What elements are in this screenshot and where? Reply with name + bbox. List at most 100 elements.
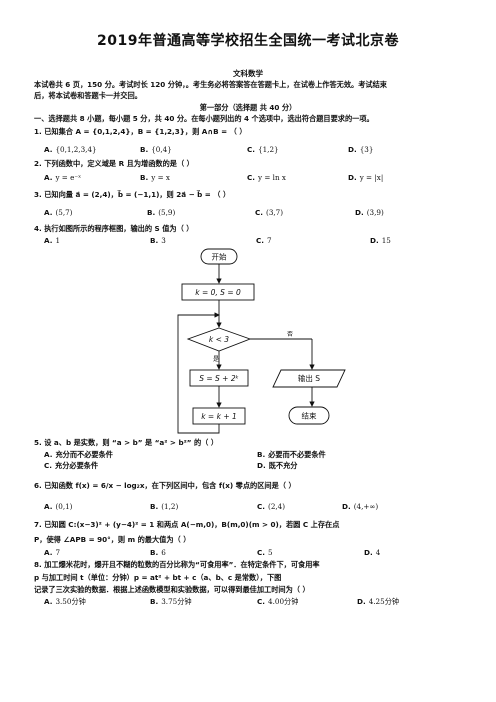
option-value: y = x (151, 173, 170, 182)
option-label: D. (257, 461, 266, 470)
q1-option-c[interactable]: C.{1,2} (247, 145, 279, 155)
q7-option-a[interactable]: A.7 (44, 548, 60, 558)
option-value: (1,2) (161, 502, 179, 511)
flow-update-s-label: S = S + 2ᵏ (199, 374, 239, 383)
q2-stem: 2. 下列函数中，定义域是 R 且为增函数的是（ ） (34, 159, 194, 168)
option-value: 15 (381, 236, 391, 245)
q4-option-a[interactable]: A.1 (44, 236, 60, 246)
q8-stem-line-1: 8. 加工爆米花时，爆开且不糊的粒数的百分比称为“可食用率”．在特定条件下，可食… (34, 560, 320, 569)
q8-option-d[interactable]: D.4.25分钟 (357, 597, 399, 607)
option-value: y = |x| (359, 173, 384, 182)
q5-option-b[interactable]: B.必要而不必要条件 (257, 450, 326, 460)
option-value: y = e⁻ˣ (55, 173, 82, 182)
option-value: 7 (55, 548, 61, 557)
option-value: {0,1,2,3,4} (55, 145, 97, 154)
q4-option-d[interactable]: D.15 (370, 236, 391, 246)
option-value: (5,7) (55, 208, 73, 217)
option-value: 4.00分钟 (268, 597, 299, 606)
flow-init-box (181, 283, 255, 301)
option-value: 4 (375, 548, 381, 557)
q2-option-d[interactable]: D.y = |x| (348, 173, 383, 183)
q7-option-c[interactable]: C.5 (257, 548, 273, 558)
flow-no-label: 否 (287, 331, 293, 338)
exam-title: 2019年普通高等学校招生全国统一考试北京卷 (97, 33, 399, 49)
option-value: (3,7) (266, 208, 284, 217)
q3-option-c[interactable]: C.(3,7) (255, 208, 283, 218)
option-label: A. (44, 548, 53, 557)
q8-stem-line-3: 记录了三次实验的数据．根据上述函数模型和实验数据，可以得到最佳加工时间为（ ） (34, 585, 310, 594)
option-label: C. (257, 548, 266, 557)
subject-heading: 文科数学 (233, 69, 263, 78)
option-label: A. (44, 236, 53, 245)
option-label: B. (147, 208, 156, 217)
option-label: D. (348, 173, 357, 182)
option-value: 必要而不必要条件 (268, 450, 326, 459)
q4-option-b[interactable]: B.3 (150, 236, 166, 246)
q1-option-b[interactable]: B.{0,4} (140, 145, 172, 155)
q5-stem: 5. 设 a、b 是实数，则 “a > b” 是 “a² > b²” 的（ ） (34, 438, 219, 447)
q8-option-a[interactable]: A.3.50分钟 (44, 597, 86, 607)
q6-stem: 6. 已知函数 f(x) = 6/x − log₂x，在下列区间中，包含 f(x… (34, 481, 296, 490)
q2-option-c[interactable]: C.y = ln x (247, 173, 286, 183)
option-value: (3,9) (366, 208, 384, 217)
option-label: D. (357, 597, 366, 606)
q5-option-c[interactable]: C.充分必要条件 (44, 461, 98, 471)
instructions-line-2: 后，将本试卷和答题卡一并交回。 (34, 91, 142, 100)
q1-option-d[interactable]: D.{3} (348, 145, 373, 155)
option-value: 7 (267, 236, 272, 245)
option-label: A. (44, 208, 53, 217)
q7-stem-line-2: P，使得 ∠APB = 90°，则 m 的最大值为（ ） (34, 535, 191, 544)
q7-option-d[interactable]: D.4 (364, 548, 380, 558)
q5-option-a[interactable]: A.充分而不必要条件 (44, 450, 113, 460)
instructions-line-1: 本试卷共 6 页，150 分。考试时长 120 分钟，。考生务必将答案答在答题卡… (34, 80, 387, 89)
q6-option-b[interactable]: B.(1,2) (150, 502, 178, 512)
option-label: B. (150, 502, 159, 511)
option-value: {3} (359, 145, 374, 154)
q4-stem: 4. 执行如图所示的程序框图，输出的 S 值为（ ） (34, 224, 194, 233)
option-label: A. (44, 502, 53, 511)
q6-option-d[interactable]: D.(4,+∞) (342, 502, 378, 512)
option-value: (4,+∞) (353, 502, 379, 511)
q5-option-d[interactable]: D.既不充分 (257, 461, 297, 471)
option-value: {0,4} (151, 145, 172, 154)
q4-option-c[interactable]: C.7 (256, 236, 272, 246)
flow-yes-label: 是 (213, 356, 219, 363)
q8-stem-line-2: p 与加工时间 t（单位：分钟）p = at² + bt + c（a、b、c 是… (34, 573, 282, 582)
option-label: A. (44, 450, 53, 459)
option-label: B. (150, 548, 159, 557)
q8-option-c[interactable]: C.4.00分钟 (257, 597, 298, 607)
flow-end-label: 结束 (302, 411, 317, 421)
q2-option-a[interactable]: A.y = e⁻ˣ (44, 173, 81, 183)
option-label: C. (247, 173, 256, 182)
option-value: 充分必要条件 (55, 461, 99, 470)
q3-option-a[interactable]: A.(5,7) (44, 208, 72, 218)
q6-option-c[interactable]: C.(2,4) (257, 502, 285, 512)
option-value: 4.25分钟 (368, 597, 400, 606)
flow-output-label: 输出 S (298, 373, 320, 383)
q3-option-d[interactable]: D.(3,9) (355, 208, 384, 218)
option-label: C. (44, 461, 53, 470)
option-value: 5 (268, 548, 273, 557)
option-value: 充分而不必要条件 (55, 450, 113, 459)
q3-option-b[interactable]: B.(5,9) (147, 208, 175, 218)
option-label: A. (44, 597, 53, 606)
q8-option-b[interactable]: B.3.75分钟 (150, 597, 192, 607)
option-label: C. (255, 208, 264, 217)
option-label: C. (247, 145, 256, 154)
q7-option-b[interactable]: B.6 (150, 548, 166, 558)
option-value: (5,9) (158, 208, 176, 217)
option-label: D. (348, 145, 357, 154)
option-label: C. (256, 236, 265, 245)
q6-option-a[interactable]: A.(0,1) (44, 502, 72, 512)
q2-option-b[interactable]: B.y = x (140, 173, 170, 183)
option-value: (2,4) (268, 502, 286, 511)
q1-option-a[interactable]: A.{0,1,2,3,4} (44, 145, 97, 155)
flow-init-label: k = 0, S = 0 (195, 288, 241, 297)
option-value: 既不充分 (268, 461, 298, 470)
option-label: C. (257, 502, 266, 511)
option-label: B. (140, 173, 149, 182)
part1-intro: 一、选择题共 8 小题，每小题 5 分，共 40 分。在每小题列出的 4 个选项… (34, 114, 374, 123)
q1-stem: 1. 已知集合 A = {0,1,2,4}，B = {1,2,3}，则 A∩B … (34, 127, 247, 136)
option-value: 3.50分钟 (55, 597, 86, 606)
